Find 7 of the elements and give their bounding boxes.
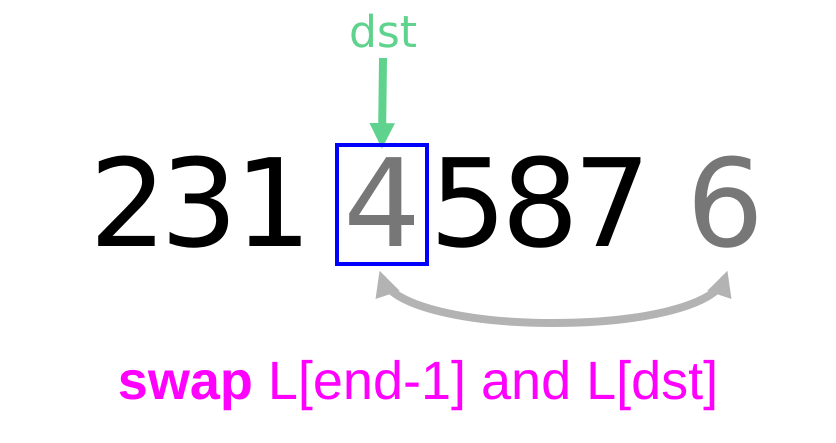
arrow: [377, 272, 730, 327]
highlighted-digit-box: [335, 143, 429, 266]
pointer-label: dst: [348, 7, 418, 58]
arrow: [369, 58, 396, 149]
caption: swap L[end-1] and L[dst]: [118, 351, 718, 411]
digit: 4: [343, 133, 421, 275]
digit: 6: [686, 133, 764, 275]
